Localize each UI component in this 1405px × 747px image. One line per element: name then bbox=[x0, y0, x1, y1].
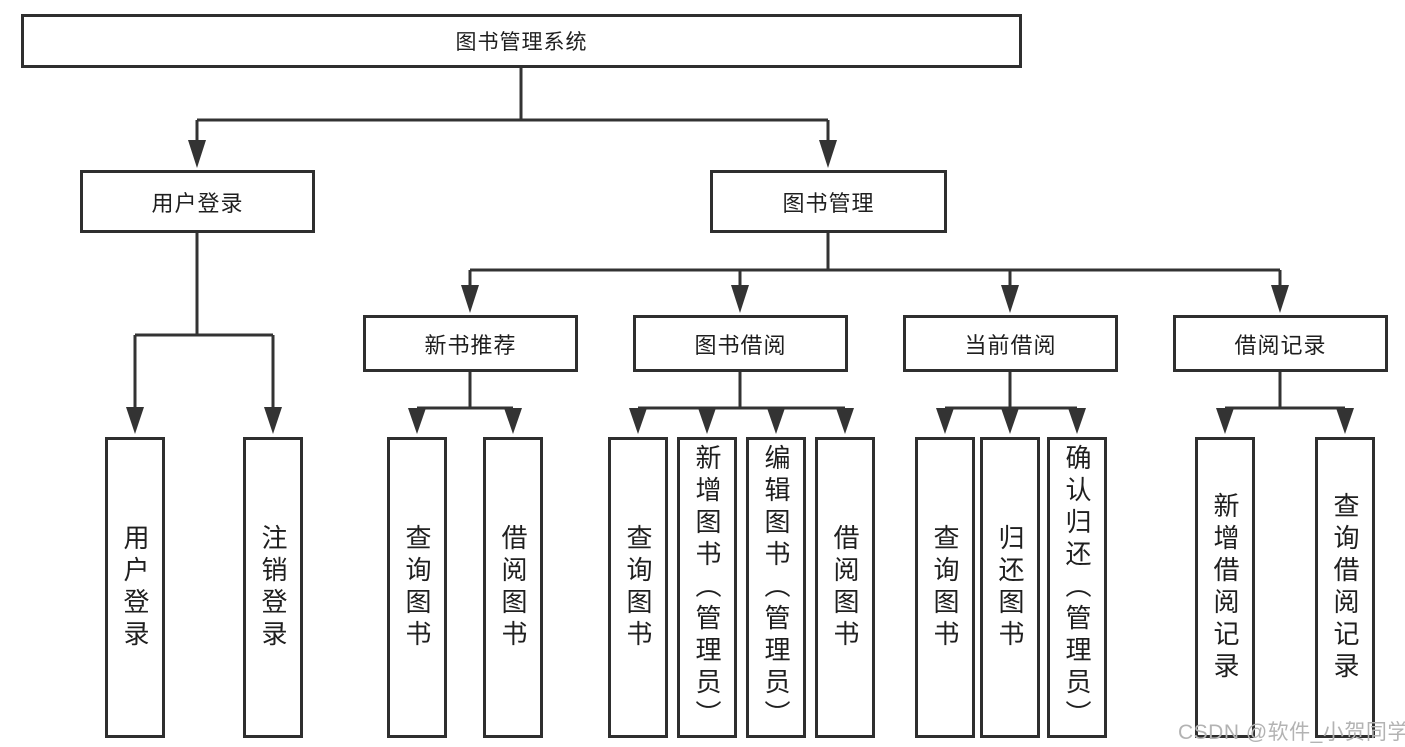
node-book-borrowing: 图书借阅 bbox=[633, 315, 848, 372]
leaf-return-books-label: 归还图书 bbox=[995, 523, 1025, 652]
leaf-borrow-books-recommend-label: 借阅图书 bbox=[498, 523, 528, 652]
node-current-borrowing-label: 当前借阅 bbox=[964, 332, 1057, 358]
leaf-query-books-current: 查询图书 bbox=[915, 437, 975, 738]
arrowhead bbox=[1271, 285, 1289, 313]
leaf-add-borrow-record: 新增借阅记录 bbox=[1195, 437, 1255, 738]
leaf-add-books-admin-label: 新增图书（管理员） bbox=[692, 443, 722, 732]
leaf-confirm-return-admin: 确认归还（管理员） bbox=[1047, 437, 1107, 738]
node-book-management: 图书管理 bbox=[710, 170, 947, 233]
node-user-login-label: 用户登录 bbox=[151, 190, 244, 216]
arrowhead bbox=[698, 408, 716, 434]
arrowhead bbox=[264, 407, 282, 434]
leaf-query-borrow-record-label: 查询借阅记录 bbox=[1330, 491, 1360, 684]
node-new-book-recommend: 新书推荐 bbox=[363, 315, 578, 372]
leaf-confirm-return-admin-label: 确认归还（管理员） bbox=[1062, 443, 1092, 732]
arrowhead bbox=[767, 408, 785, 434]
arrowhead bbox=[731, 285, 749, 313]
leaf-edit-books-admin-label: 编辑图书（管理员） bbox=[761, 443, 791, 732]
arrowhead bbox=[504, 408, 522, 434]
leaf-query-borrow-record: 查询借阅记录 bbox=[1315, 437, 1375, 738]
leaf-user-login: 用户登录 bbox=[105, 437, 165, 738]
arrowhead bbox=[819, 140, 837, 168]
connector-current-to-leaves bbox=[936, 372, 1086, 434]
node-book-borrowing-label: 图书借阅 bbox=[694, 332, 787, 358]
leaf-query-books-recommend: 查询图书 bbox=[387, 437, 447, 738]
node-root: 图书管理系统 bbox=[21, 14, 1022, 68]
arrowhead bbox=[629, 408, 647, 434]
arrowhead bbox=[936, 408, 954, 434]
arrowhead bbox=[836, 408, 854, 434]
arrowhead bbox=[1001, 408, 1019, 434]
watermark: CSDN @软件_小贺同学 bbox=[1178, 721, 1405, 744]
node-root-label: 图书管理系统 bbox=[455, 31, 588, 54]
node-book-management-label: 图书管理 bbox=[782, 190, 875, 216]
arrowhead bbox=[461, 285, 479, 313]
leaf-borrow-books-borrowing: 借阅图书 bbox=[815, 437, 875, 738]
connector-book-mgmt-to-level3 bbox=[461, 233, 1289, 313]
node-borrow-records-label: 借阅记录 bbox=[1234, 332, 1327, 358]
leaf-edit-books-admin: 编辑图书（管理员） bbox=[746, 437, 806, 738]
arrowhead bbox=[1216, 408, 1234, 434]
connector-root-to-level2 bbox=[188, 68, 837, 168]
leaf-query-books-borrowing: 查询图书 bbox=[608, 437, 668, 738]
leaf-logout: 注销登录 bbox=[243, 437, 303, 738]
connector-new-rec-to-leaves bbox=[408, 372, 522, 434]
connector-user-login-to-leaves bbox=[126, 233, 282, 434]
leaf-query-books-current-label: 查询图书 bbox=[930, 523, 960, 652]
arrowhead bbox=[126, 407, 144, 434]
connector-borrowing-to-leaves bbox=[629, 372, 854, 434]
arrowhead bbox=[1001, 285, 1019, 313]
node-borrow-records: 借阅记录 bbox=[1173, 315, 1388, 372]
connector-records-to-leaves bbox=[1216, 372, 1354, 434]
node-user-login: 用户登录 bbox=[80, 170, 315, 233]
leaf-add-books-admin: 新增图书（管理员） bbox=[677, 437, 737, 738]
arrowhead bbox=[408, 408, 426, 434]
node-current-borrowing: 当前借阅 bbox=[903, 315, 1118, 372]
node-new-book-recommend-label: 新书推荐 bbox=[424, 332, 517, 358]
arrowhead bbox=[188, 140, 206, 168]
leaf-query-books-recommend-label: 查询图书 bbox=[402, 523, 432, 652]
leaf-borrow-books-borrowing-label: 借阅图书 bbox=[830, 523, 860, 652]
leaf-borrow-books-recommend: 借阅图书 bbox=[483, 437, 543, 738]
leaf-return-books: 归还图书 bbox=[980, 437, 1040, 738]
leaf-query-books-borrowing-label: 查询图书 bbox=[623, 523, 653, 652]
leaf-user-login-label: 用户登录 bbox=[120, 523, 150, 652]
leaf-add-borrow-record-label: 新增借阅记录 bbox=[1210, 491, 1240, 684]
arrowhead bbox=[1336, 408, 1354, 434]
leaf-logout-label: 注销登录 bbox=[258, 523, 288, 652]
arrowhead bbox=[1068, 408, 1086, 434]
